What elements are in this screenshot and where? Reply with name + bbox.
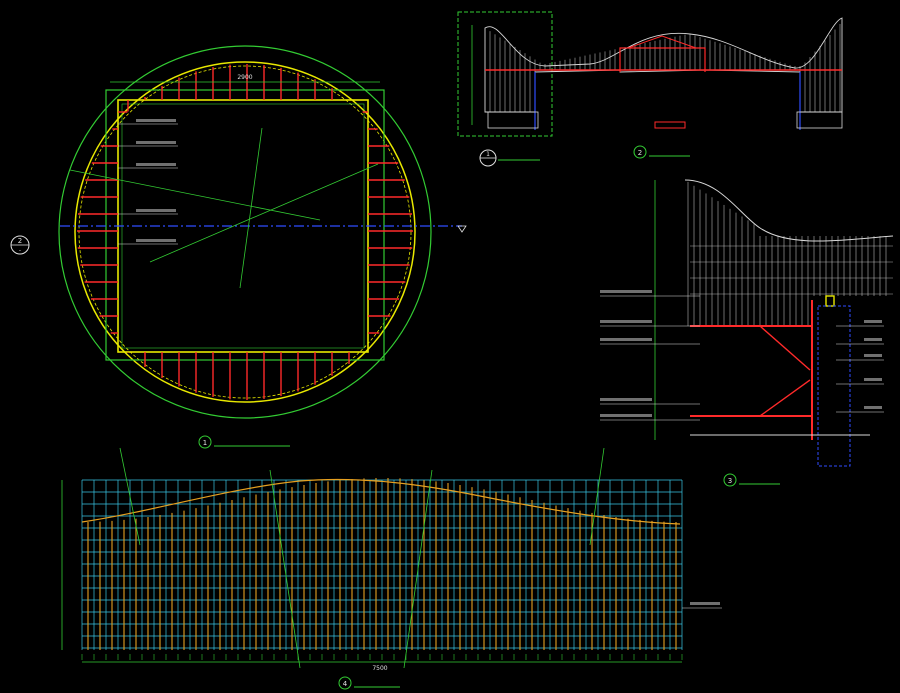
view-title-2-num: 2: [638, 149, 642, 157]
plan-leaders: [118, 119, 178, 245]
section-marker-2-num: 2: [18, 237, 22, 245]
detail3-leader-note: [600, 338, 652, 341]
section2-roof-truss: [627, 35, 697, 49]
view-title-4-num: 4: [343, 680, 348, 688]
plan-top-dimension-text: 2900: [237, 74, 252, 81]
plan-outer-ring: [74, 61, 416, 403]
plan-outer-box: [105, 89, 385, 361]
plan-view: 2900 2 - 1: [10, 45, 467, 449]
view-title-1-num: 1: [203, 439, 207, 447]
plan-radial-joists: [77, 64, 413, 400]
plan-leader-note: [136, 119, 176, 122]
detail3-leader-note: [864, 406, 882, 409]
plan-leader-note: [136, 163, 176, 166]
section2-slats: [489, 24, 841, 112]
detail3-leader-note: [864, 320, 882, 323]
section2-detail-callout: [457, 11, 553, 137]
section-marker-1-num: 1: [486, 151, 490, 158]
detail3-leaders: [600, 290, 884, 421]
section2-center-frame: [619, 47, 706, 72]
elevation-crown-curve: [81, 478, 681, 525]
detail3-leader-note: [600, 414, 652, 417]
plan-leader-note: [136, 141, 176, 144]
detail3-leader-note: [600, 290, 652, 293]
elevation-guide-1: [119, 447, 141, 546]
view-title-3-num: 3: [728, 477, 732, 485]
plan-diagonal-2: [149, 163, 379, 263]
detail3-leader-note: [864, 338, 882, 341]
elevation-leader-note: [690, 602, 720, 605]
elevation-guide-3: [403, 469, 433, 669]
detail3-wall: [817, 305, 851, 467]
section2-right-footing: [796, 111, 843, 129]
view-title-4: 4: [338, 676, 400, 690]
section-marker-1: 1: [479, 149, 540, 167]
elevation-bottom-dimension-text: 7500: [372, 665, 387, 672]
plan-outer-outline: [58, 45, 432, 419]
detail3-brace-2: [759, 379, 811, 417]
detail3-brace-1: [759, 325, 811, 371]
elevation-grid: [81, 478, 722, 660]
plan-leader-note: [136, 209, 176, 212]
elevation-view-4: 7500 4: [61, 447, 722, 690]
view-title-3: 3: [723, 473, 780, 487]
section2-small-detail: [654, 121, 686, 129]
elevation-guide-2: [269, 469, 301, 669]
section-marker-2: 2 -: [10, 235, 30, 255]
elevation-guide-4: [589, 447, 605, 546]
plan-axis-arrow: [457, 225, 467, 233]
plan-inner-ring: [78, 65, 412, 399]
detail3-leader-note: [864, 354, 882, 357]
detail3-slats: [687, 181, 893, 326]
view-title-2: 2: [633, 145, 690, 159]
plan-leader-note: [136, 239, 176, 242]
section2-left-footing: [487, 111, 539, 129]
view-title-1: 1: [198, 435, 290, 449]
section-marker-2-sheet: -: [19, 247, 21, 254]
plan-top-dimension: 2900: [110, 74, 380, 83]
section-view-2: 2 1: [457, 11, 843, 167]
detail-view-3: 3: [600, 179, 894, 487]
detail3-leader-note: [864, 378, 882, 381]
detail3-leader-note: [600, 398, 652, 401]
section2-canopy-outline: [484, 17, 843, 113]
detail3-leader-note: [600, 320, 652, 323]
plan-diagonal-1: [69, 169, 321, 221]
plan-diagonal-3: [239, 127, 263, 289]
